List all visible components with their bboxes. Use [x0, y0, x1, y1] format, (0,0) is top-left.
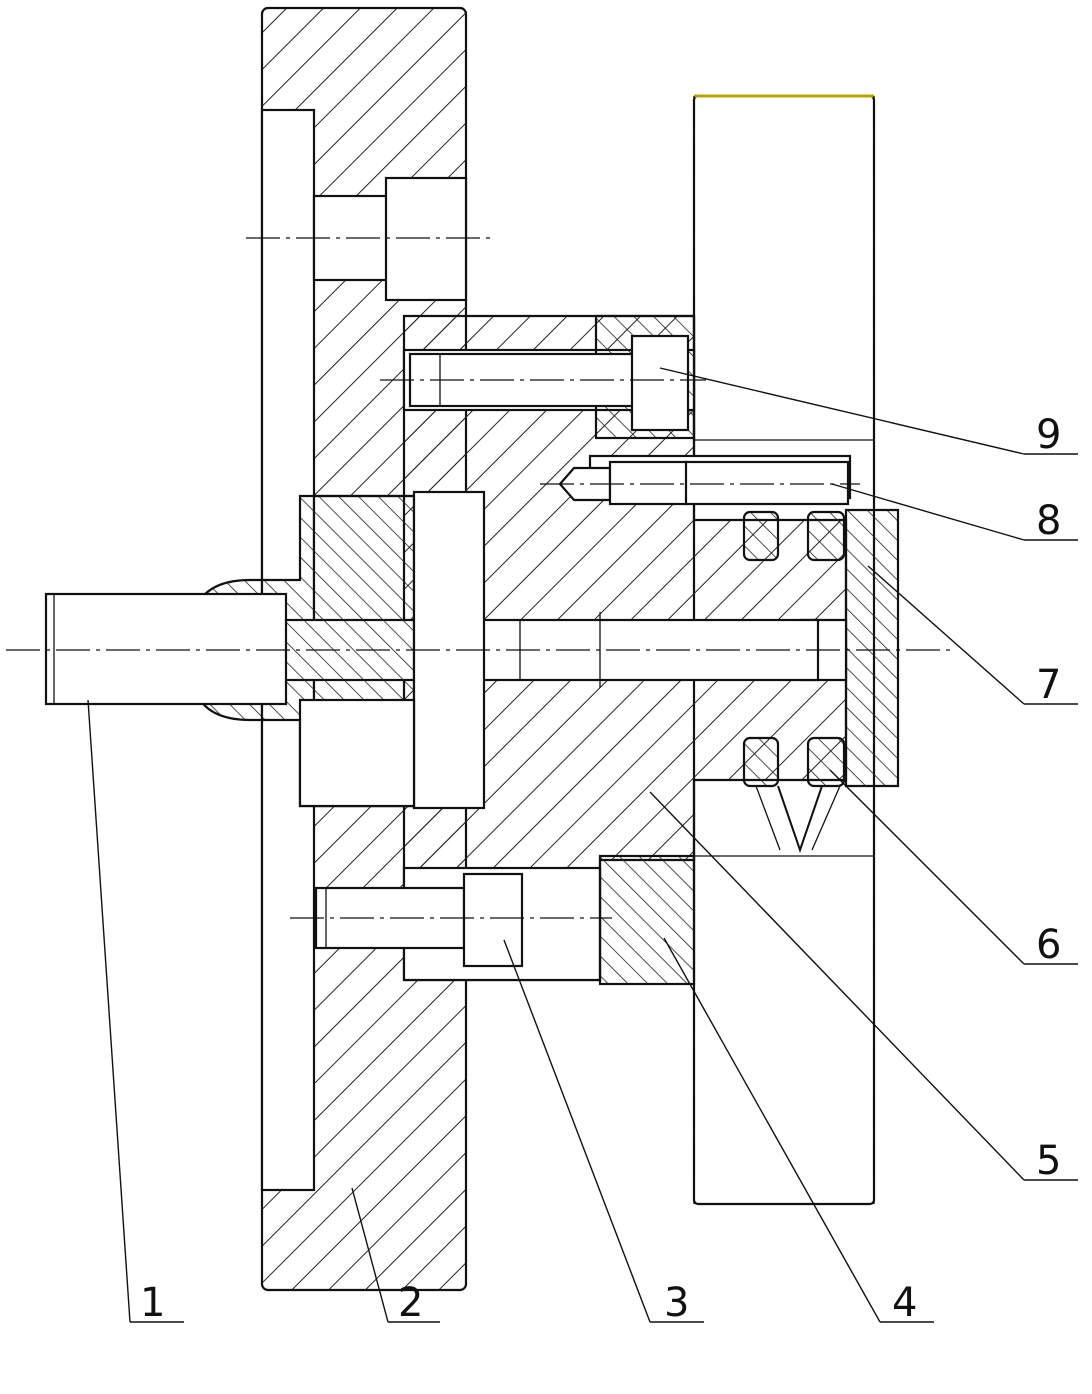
pin [540, 462, 860, 504]
callout-6: 6 [1036, 922, 1061, 968]
callout-3: 3 [664, 1280, 689, 1326]
callout-9: 9 [1036, 412, 1061, 458]
callout-7: 7 [1036, 662, 1061, 708]
handle-rod [46, 594, 286, 704]
callout-4: 4 [892, 1280, 917, 1326]
callout-8: 8 [1036, 498, 1061, 544]
callout-1: 1 [140, 1280, 165, 1326]
callout-5: 5 [1036, 1138, 1061, 1184]
callout-2: 2 [398, 1280, 423, 1326]
lower-ring [600, 856, 694, 984]
